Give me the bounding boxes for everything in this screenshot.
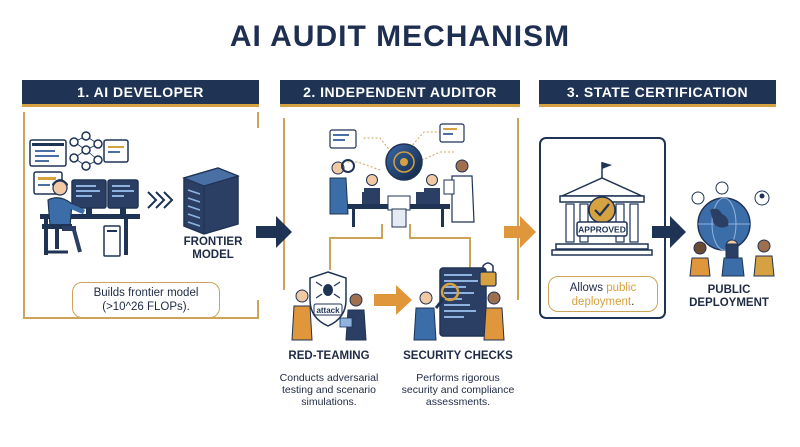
red-teaming-illustration: attack: [291, 271, 367, 341]
public-deployment-illustration: [689, 181, 775, 277]
certification-callout: Allows public deployment.: [548, 276, 658, 312]
stage-2-bracket: [283, 118, 519, 300]
developer-callout: Builds frontier model (>10^26 FLOPs).: [72, 282, 220, 318]
stage-header-ai-developer: 1. AI DEVELOPER: [22, 80, 259, 107]
security-checks-illustration: [413, 262, 505, 341]
stage-header-independent-auditor: 2. INDEPENDENT AUDITOR: [280, 80, 520, 107]
red-teaming-label: RED-TEAMING: [288, 350, 370, 362]
approved-stamp: APPROVED: [578, 225, 626, 235]
attack-badge: attack: [316, 306, 340, 315]
auditor-team-illustration: [329, 123, 475, 228]
stage-header-state-certification: 3. STATE CERTIFICATION: [539, 80, 776, 107]
chevron-right-icon: [147, 191, 174, 209]
arrow-right-icon: [504, 216, 536, 248]
red-teaming-description: Conducts adversarial testing and scenari…: [279, 372, 379, 408]
certification-callout-suffix: .: [631, 296, 635, 308]
arrow-right-icon: [374, 285, 412, 315]
public-deployment-label: PUBLIC DEPLOYMENT: [689, 284, 769, 309]
server-rack-icon: [182, 167, 240, 235]
arrow-right-icon: [652, 216, 686, 248]
security-checks-description: Performs rigorous security and complianc…: [401, 372, 515, 408]
security-checks-label: SECURITY CHECKS: [403, 350, 513, 362]
stage-1-bracket: [23, 112, 259, 319]
developer-illustration: [29, 131, 140, 257]
certification-callout-prefix: Allows: [569, 282, 607, 294]
certification-callout-highlight: public deployment: [571, 282, 637, 308]
page-title: AI AUDIT MECHANISM: [229, 20, 571, 53]
government-building-icon: APPROVED: [551, 162, 653, 256]
arrow-right-icon: [256, 216, 292, 248]
frontier-model-label: FRONTIER MODEL: [183, 236, 243, 261]
